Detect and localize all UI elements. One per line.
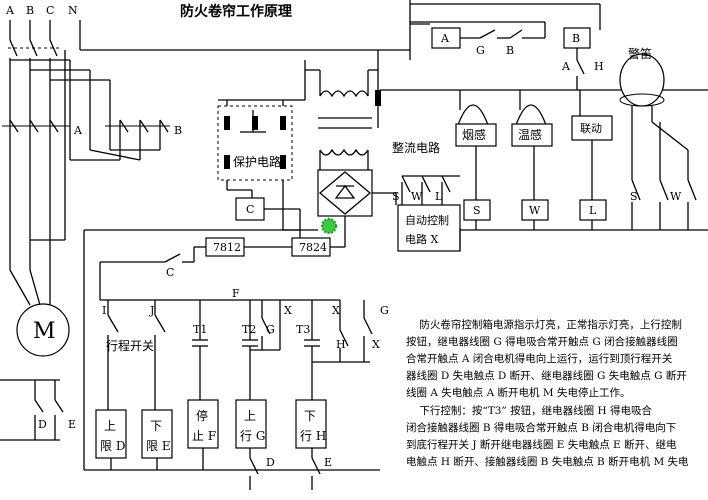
description-paragraph-1: 防火卷帘控制箱电源指示灯亮，正常指示灯亮，上行控制按钮，继电器线圈 G 得电吸合… — [406, 300, 708, 419]
auto-control-box — [397, 204, 461, 252]
switch-w-label: W — [411, 190, 423, 203]
phase-c-label: C — [46, 4, 54, 17]
contactor-b-label: B — [174, 124, 182, 137]
button-t2-label: T2 — [242, 323, 256, 336]
diagram-title: 防火卷帘工作原理 — [180, 3, 292, 20]
auto-control-line2: 电路 X — [405, 233, 438, 246]
right-switch-w-label: W — [670, 190, 682, 203]
description-line: 下行控制：按“T3” 按钮，继电器线圈 H 得电吸合 — [406, 405, 652, 417]
alarm-horn-icon — [619, 53, 665, 107]
main-supply-wiring — [0, 20, 410, 441]
coil-down-h — [295, 399, 327, 449]
limit-e-contact-label: E — [68, 418, 76, 431]
relay-c-label: C — [246, 203, 254, 216]
coil-d-line1: 上 — [104, 419, 116, 433]
relay-g-contact-label: G — [476, 44, 485, 57]
motor-label: M — [33, 319, 56, 344]
description-line: 按钮，继电器线圈 G 得电吸合常开触点 G 闭合接触器线圈 — [406, 336, 678, 348]
button-t1-label: T1 — [193, 323, 207, 336]
limit-j-label: J — [149, 304, 154, 317]
limit-i-label: I — [102, 304, 106, 317]
description-line: 合常开触点 A 闭合电机得电向上运行，运行到顶行程开关 — [406, 353, 673, 365]
smoke-sensor-icon — [457, 104, 489, 126]
contact-x-label-3: X — [372, 338, 380, 351]
coil-h-line1: 下 — [304, 409, 316, 423]
phase-n-label: N — [68, 4, 78, 17]
rectifier-label: 整流电路 — [392, 140, 440, 155]
description-line: 到底行程开关 J 断开继电器线圈 E 失电触点 E 断开、继电 — [406, 439, 677, 451]
alarm-label: 警笛 — [628, 46, 652, 61]
coil-f-line2: 止 F — [192, 429, 216, 443]
coil-d-line2: 限 D — [100, 439, 125, 453]
contact-x-label-2: X — [332, 304, 340, 317]
transformer-primary — [319, 90, 369, 98]
switch-l-label: L — [435, 190, 443, 203]
sensor-l-label: L — [589, 204, 597, 217]
transformer-secondary — [319, 148, 369, 156]
switch-f-label: F — [232, 287, 240, 300]
coil-e-line2: 限 E — [146, 439, 171, 453]
regulator-7812-label: 7812 — [213, 241, 241, 254]
power-indicator-icon — [321, 218, 337, 234]
sensor-w-label: W — [529, 204, 541, 217]
relay-b-label: B — [572, 32, 580, 45]
phase-b-label: B — [26, 4, 34, 17]
description-line: 电触点 H 断开、接触器线圈 B 失电触点 B 断开电机 M 失电 — [406, 456, 689, 468]
switch-s-label: S — [392, 190, 400, 203]
contact-x-label-1: X — [284, 304, 292, 317]
sensor-w-box — [521, 199, 549, 221]
contact-h-label: H — [594, 60, 604, 73]
switch-c-label: C — [166, 266, 174, 279]
sensor-s-box — [463, 199, 491, 221]
contact-g-label-2: G — [380, 304, 389, 317]
heat-sensor-box — [511, 123, 553, 147]
sensor-l-box — [579, 199, 607, 221]
description-paragraph-2: 下行控制：按“T3” 按钮，继电器线圈 H 得电吸合闭合接触器线圈 B 得电吸合… — [406, 386, 708, 488]
right-switch-s-label: S — [630, 190, 638, 203]
coil-up-g — [235, 399, 267, 449]
linkage-label: 联动 — [580, 122, 602, 135]
regulator-7824-label: 7824 — [299, 241, 327, 254]
button-t3-label: T3 — [296, 323, 310, 336]
motor-symbol — [16, 303, 70, 357]
rectifier-bridge — [317, 169, 373, 217]
coil-e-line1: 下 — [150, 419, 162, 433]
description-line: 闭合接触器线圈 B 得电吸合常开触点 B 闭合电机得电向下 — [406, 422, 677, 434]
coil-g-line2: 行 G — [240, 429, 265, 443]
description-line: 器线圈 D 失电触点 D 断开、继电器线圈 G 失电触点 G 断开 — [406, 370, 687, 382]
sensor-s-label: S — [473, 204, 481, 217]
limit-d-contact-label: D — [38, 418, 47, 431]
linkage-box — [571, 115, 613, 141]
description-line: 线圈 A 失电触点 A 断开电机 M 失电停止工作。 — [406, 387, 631, 399]
coil-h-line2: 行 H — [300, 429, 326, 443]
description-line: 防火卷帘控制箱电源指示灯亮，正常指示灯亮，上行控制 — [406, 319, 682, 331]
heat-sensor-label: 温感 — [518, 127, 542, 142]
coil-f-line1: 停 — [196, 408, 208, 423]
contact-a-label: A — [561, 60, 571, 73]
coil-g-line1: 上 — [244, 409, 256, 423]
coil-upper-limit-d — [95, 409, 127, 459]
contact-h-label-2: H — [336, 338, 346, 351]
bottom-contact-e-label: E — [324, 456, 332, 469]
contactor-a-label: A — [73, 124, 83, 137]
heat-sensor-icon — [515, 104, 547, 126]
auto-control-line1: 自动控制 — [405, 213, 449, 227]
travel-switch-label: 行程开关 — [106, 338, 154, 353]
smoke-sensor-label: 烟感 — [462, 127, 486, 142]
relay-a-label: A — [440, 32, 450, 45]
protection-circuit-label: 保护电路 — [233, 154, 281, 169]
coil-stop-f — [187, 399, 219, 449]
relay-b-contact-label: B — [506, 44, 514, 57]
protection-circuit-box — [217, 105, 293, 181]
bottom-contact-d-label: D — [266, 456, 275, 469]
phase-a-label: A — [5, 4, 15, 17]
contact-g-label: G — [266, 323, 275, 336]
coil-lower-limit-e — [141, 409, 173, 459]
